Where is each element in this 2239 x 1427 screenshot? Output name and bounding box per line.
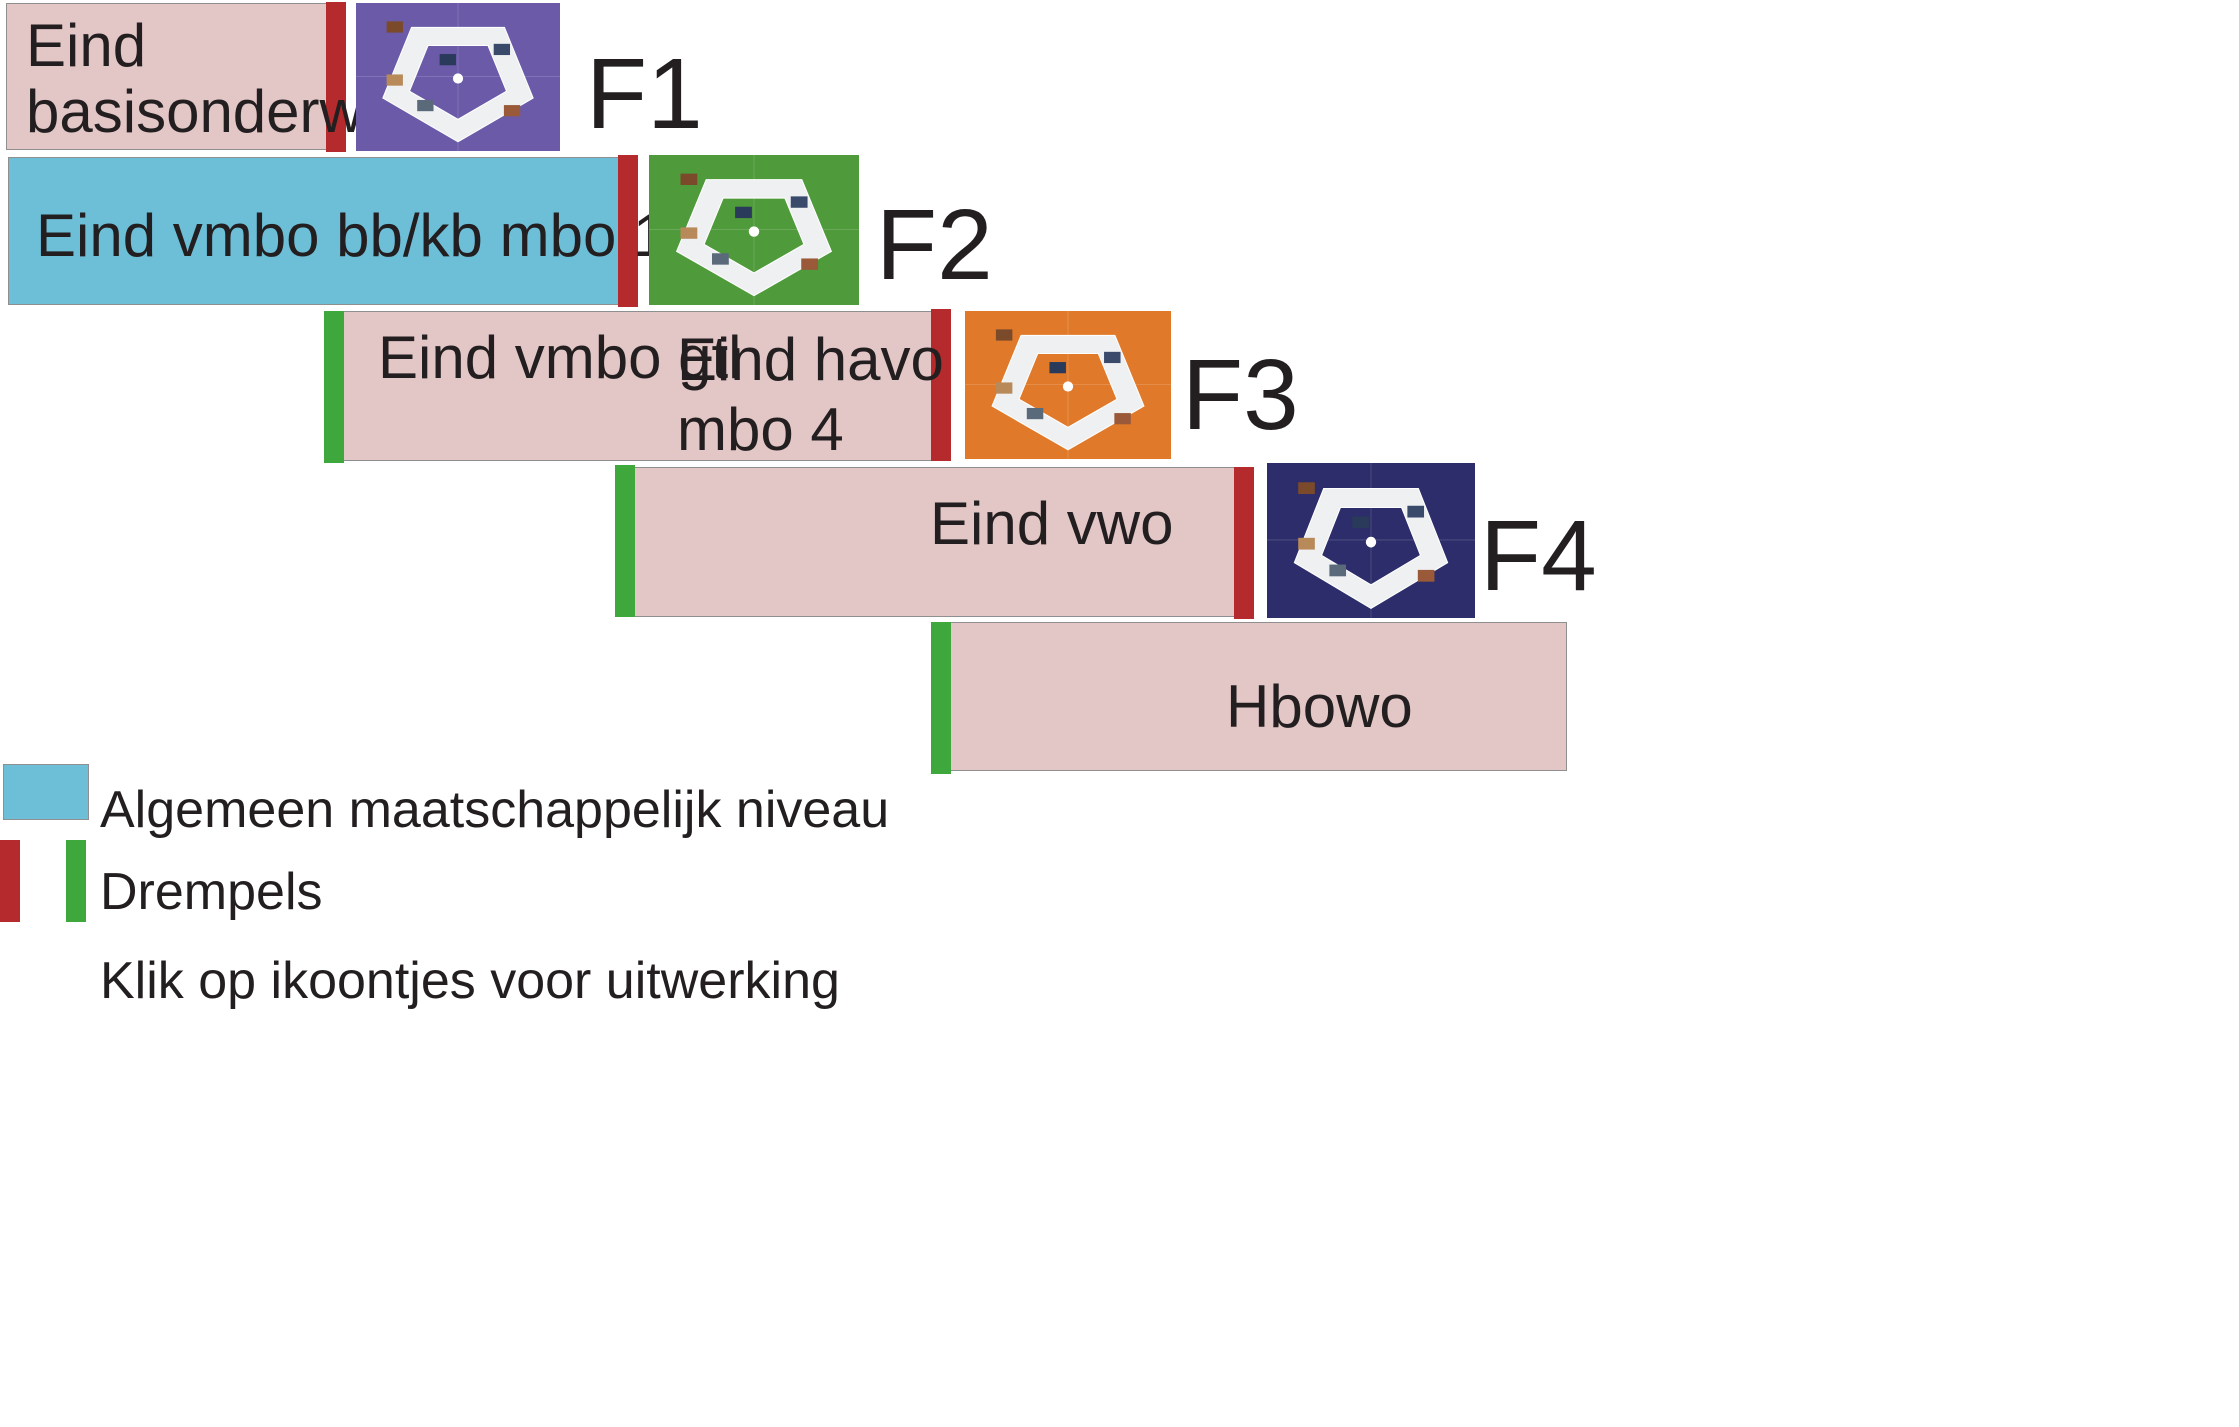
- level-label-hbowo: Hbowo: [1226, 673, 1413, 740]
- threshold-green-4: [615, 465, 635, 617]
- level-bar-basisonderwijs: [6, 3, 328, 150]
- poster-label-f1[interactable]: F1: [586, 38, 703, 150]
- level-label-vmbo-bbkb: Eind vmbo bb/kb mbo 1,2: [36, 202, 717, 269]
- legend-thresholds: Drempels: [100, 863, 323, 921]
- level-bar-hbowo: [949, 622, 1567, 771]
- level-label-eind: Eind: [26, 12, 147, 79]
- threshold-red-3: [931, 309, 951, 461]
- poster-label-f3[interactable]: F3: [1182, 339, 1299, 451]
- poster-label-f4[interactable]: F4: [1480, 500, 1597, 612]
- level-bar-vmbo-gtl-havo: [342, 311, 934, 461]
- threshold-red-1: [326, 2, 346, 152]
- threshold-red-4: [1234, 467, 1254, 619]
- legend-click-hint: Klik op ikoontjes voor uitwerking: [100, 952, 840, 1010]
- threshold-red-2: [618, 155, 638, 307]
- level-label-mbo4: mbo 4: [677, 396, 844, 463]
- level-label-basisonderwijs: basisonderwijs: [26, 78, 420, 145]
- poster-label-f2[interactable]: F2: [876, 189, 993, 301]
- level-bar-vwo: [633, 467, 1236, 617]
- poster-f3-icon[interactable]: [965, 311, 1171, 459]
- legend-general-level: Algemeen maatschappelijk niveau: [100, 781, 890, 839]
- poster-f4-icon[interactable]: [1267, 463, 1475, 618]
- poster-f2-icon[interactable]: [649, 155, 859, 305]
- level-label-havo: Eind havo: [677, 326, 944, 393]
- legend-swatch-green: [66, 840, 86, 922]
- threshold-green-3: [324, 311, 344, 463]
- level-label-vwo: Eind vwo: [930, 490, 1174, 557]
- level-label-vmbo-gtl: Eind vmbo gtl: [378, 324, 742, 391]
- legend-swatch-blue: [3, 764, 89, 820]
- threshold-green-5: [931, 622, 951, 774]
- poster-f1-icon[interactable]: [356, 3, 560, 151]
- legend-swatch-red: [0, 840, 20, 922]
